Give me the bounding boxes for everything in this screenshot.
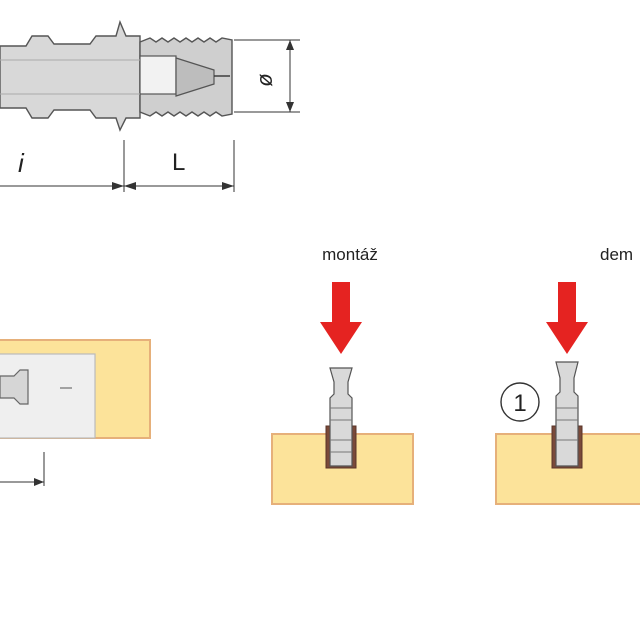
disassembly-panel: dem 1	[495, 245, 640, 505]
diameter-label: ø	[252, 73, 277, 86]
assembly-panel: montáž	[271, 245, 414, 505]
number-circle-icon	[500, 382, 540, 422]
down-arrow-icon	[320, 282, 362, 354]
montaz-label: montáž	[322, 245, 378, 264]
connector-drawing: ø i L	[0, 19, 300, 192]
step-number: 1	[513, 390, 526, 417]
length-i-label: i	[18, 148, 25, 178]
down-arrow-icon	[546, 282, 588, 354]
length-L-label: L	[172, 149, 185, 176]
demontaz-label: dem	[600, 245, 633, 264]
wood-board-left	[0, 339, 151, 486]
